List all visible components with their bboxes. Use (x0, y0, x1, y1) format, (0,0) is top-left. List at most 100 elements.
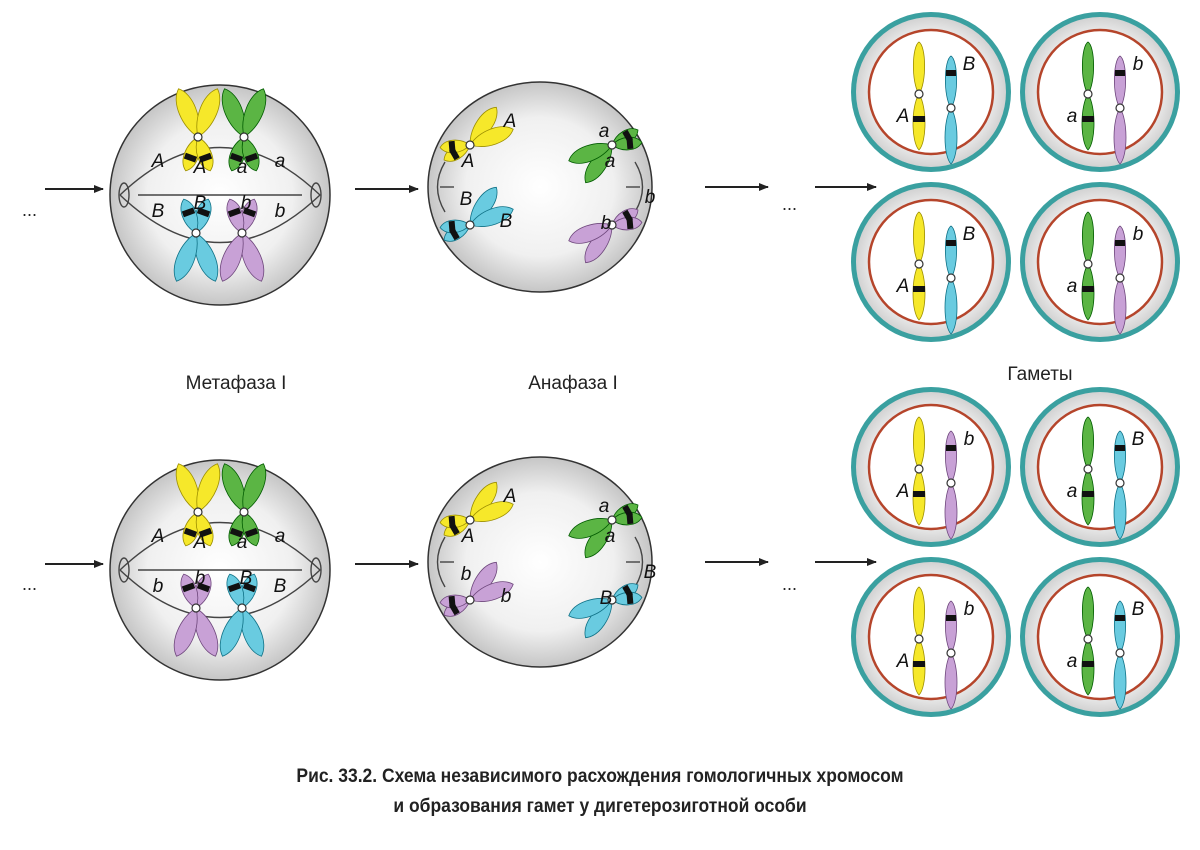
gamete-chromosome (944, 55, 958, 165)
gene-label: A (151, 526, 165, 547)
centriole (118, 557, 130, 583)
centromere (193, 132, 203, 142)
figure-caption-line2: и образования гамет у дигетерозиготной о… (393, 796, 807, 817)
centromere (1115, 103, 1125, 113)
gene-label: b (195, 568, 206, 589)
gene-label: B (460, 189, 473, 210)
ellipsis-start-row2: ... (22, 574, 37, 594)
gene-label: b (645, 187, 656, 208)
spindle-pole (634, 161, 644, 213)
gene-label: a (275, 526, 286, 547)
row1-bivalent-lower-right (219, 198, 265, 282)
gamete-chromosome (912, 211, 926, 321)
gamete-nucleus (1036, 198, 1164, 326)
row1-bivalent-lower-left (173, 198, 219, 282)
centromere (239, 507, 249, 517)
centriole (310, 557, 322, 583)
row1-gamete-2: ab (1020, 12, 1180, 172)
centromere (1083, 89, 1093, 99)
gene-label: B (240, 568, 253, 589)
centromere (914, 89, 924, 99)
centriole (310, 182, 322, 208)
gamete-chromosome (1081, 41, 1095, 151)
gene-label: A (461, 151, 475, 172)
row2-gamete-1: Ab (851, 387, 1011, 547)
row2-metaphase-spindle (119, 521, 322, 619)
centromere (1083, 464, 1093, 474)
centromere (191, 603, 201, 613)
gene-label: A (151, 151, 165, 172)
gene-label: A (193, 532, 207, 553)
gamete-gene-1: a (1067, 106, 1078, 127)
centromere (946, 273, 956, 283)
gamete-chromosome (1113, 600, 1127, 710)
gamete-chromosome (1113, 430, 1127, 540)
centromere (1115, 273, 1125, 283)
gamete-nucleus (1036, 573, 1164, 701)
centromere (465, 220, 475, 230)
row2-bivalent-lower-right (219, 573, 265, 657)
row2-anaphase-right-upper (568, 503, 643, 559)
gene-label: b (153, 576, 164, 597)
centromere (1115, 648, 1125, 658)
gene-label: b (461, 564, 472, 585)
gene-label: A (461, 526, 475, 547)
gene-label: B (644, 562, 657, 583)
centromere (1083, 259, 1093, 269)
centromere (607, 515, 617, 525)
gamete-gene-2: B (963, 54, 976, 75)
gene-label: a (605, 151, 616, 172)
gamete-chromosome (912, 41, 926, 151)
gene-label: A (193, 157, 207, 178)
gamete-gene-2: b (1133, 224, 1144, 245)
centromere (237, 603, 247, 613)
gamete-gene-2: B (1132, 599, 1145, 620)
row2-anaphase-right-lower (568, 583, 643, 639)
row2-anaphase-cell (427, 456, 653, 668)
anaphase-label: Анафаза I (528, 373, 618, 394)
gamete-nucleus (867, 403, 995, 531)
gamete-gene-1: A (896, 276, 910, 297)
gamete-nucleus (867, 573, 995, 701)
gene-label: B (600, 588, 613, 609)
gene-label: B (152, 201, 165, 222)
gamete-nucleus (1036, 28, 1164, 156)
centromere (465, 140, 475, 150)
gametes-label: Гаметы (1007, 364, 1072, 385)
gamete-gene-2: b (1133, 54, 1144, 75)
centromere (946, 648, 956, 658)
row2-anaphase-left-upper (439, 481, 514, 537)
row1-bivalent-upper-left (175, 88, 221, 172)
row1-anaphase-cell (427, 81, 653, 293)
row1-metaphase-spindle (119, 146, 322, 244)
gene-label: b (501, 586, 512, 607)
row1-anaphase-right-lower (568, 208, 643, 264)
centromere (193, 507, 203, 517)
ellipsis-start-row1: ... (22, 200, 37, 220)
gamete-gene-1: a (1067, 651, 1078, 672)
gene-label: a (275, 151, 286, 172)
row2-gamete-4: aB (1020, 557, 1180, 717)
gamete-nucleus (867, 28, 995, 156)
centromere (607, 220, 617, 230)
spindle-pole (634, 536, 644, 588)
gene-label: A (503, 111, 517, 132)
ellipsis-mid-row1: ... (782, 194, 797, 214)
ellipsis-mid-row2: ... (782, 574, 797, 594)
centromere (607, 140, 617, 150)
gamete-gene-2: b (964, 599, 975, 620)
centromere (914, 634, 924, 644)
row2-bivalent-lower-left (173, 573, 219, 657)
gamete-gene-2: B (1132, 429, 1145, 450)
figure-caption-line1: Рис. 33.2. Схема независимого расхождени… (296, 766, 904, 787)
gene-label: a (237, 532, 248, 553)
gene-label: B (194, 193, 207, 214)
gamete-nucleus (1036, 403, 1164, 531)
row2-gamete-2: aB (1020, 387, 1180, 547)
row1-gamete-3: AB (851, 182, 1011, 342)
gamete-chromosome (912, 586, 926, 696)
gene-label: A (503, 486, 517, 507)
gamete-gene-2: B (963, 224, 976, 245)
gamete-chromosome (944, 430, 958, 540)
